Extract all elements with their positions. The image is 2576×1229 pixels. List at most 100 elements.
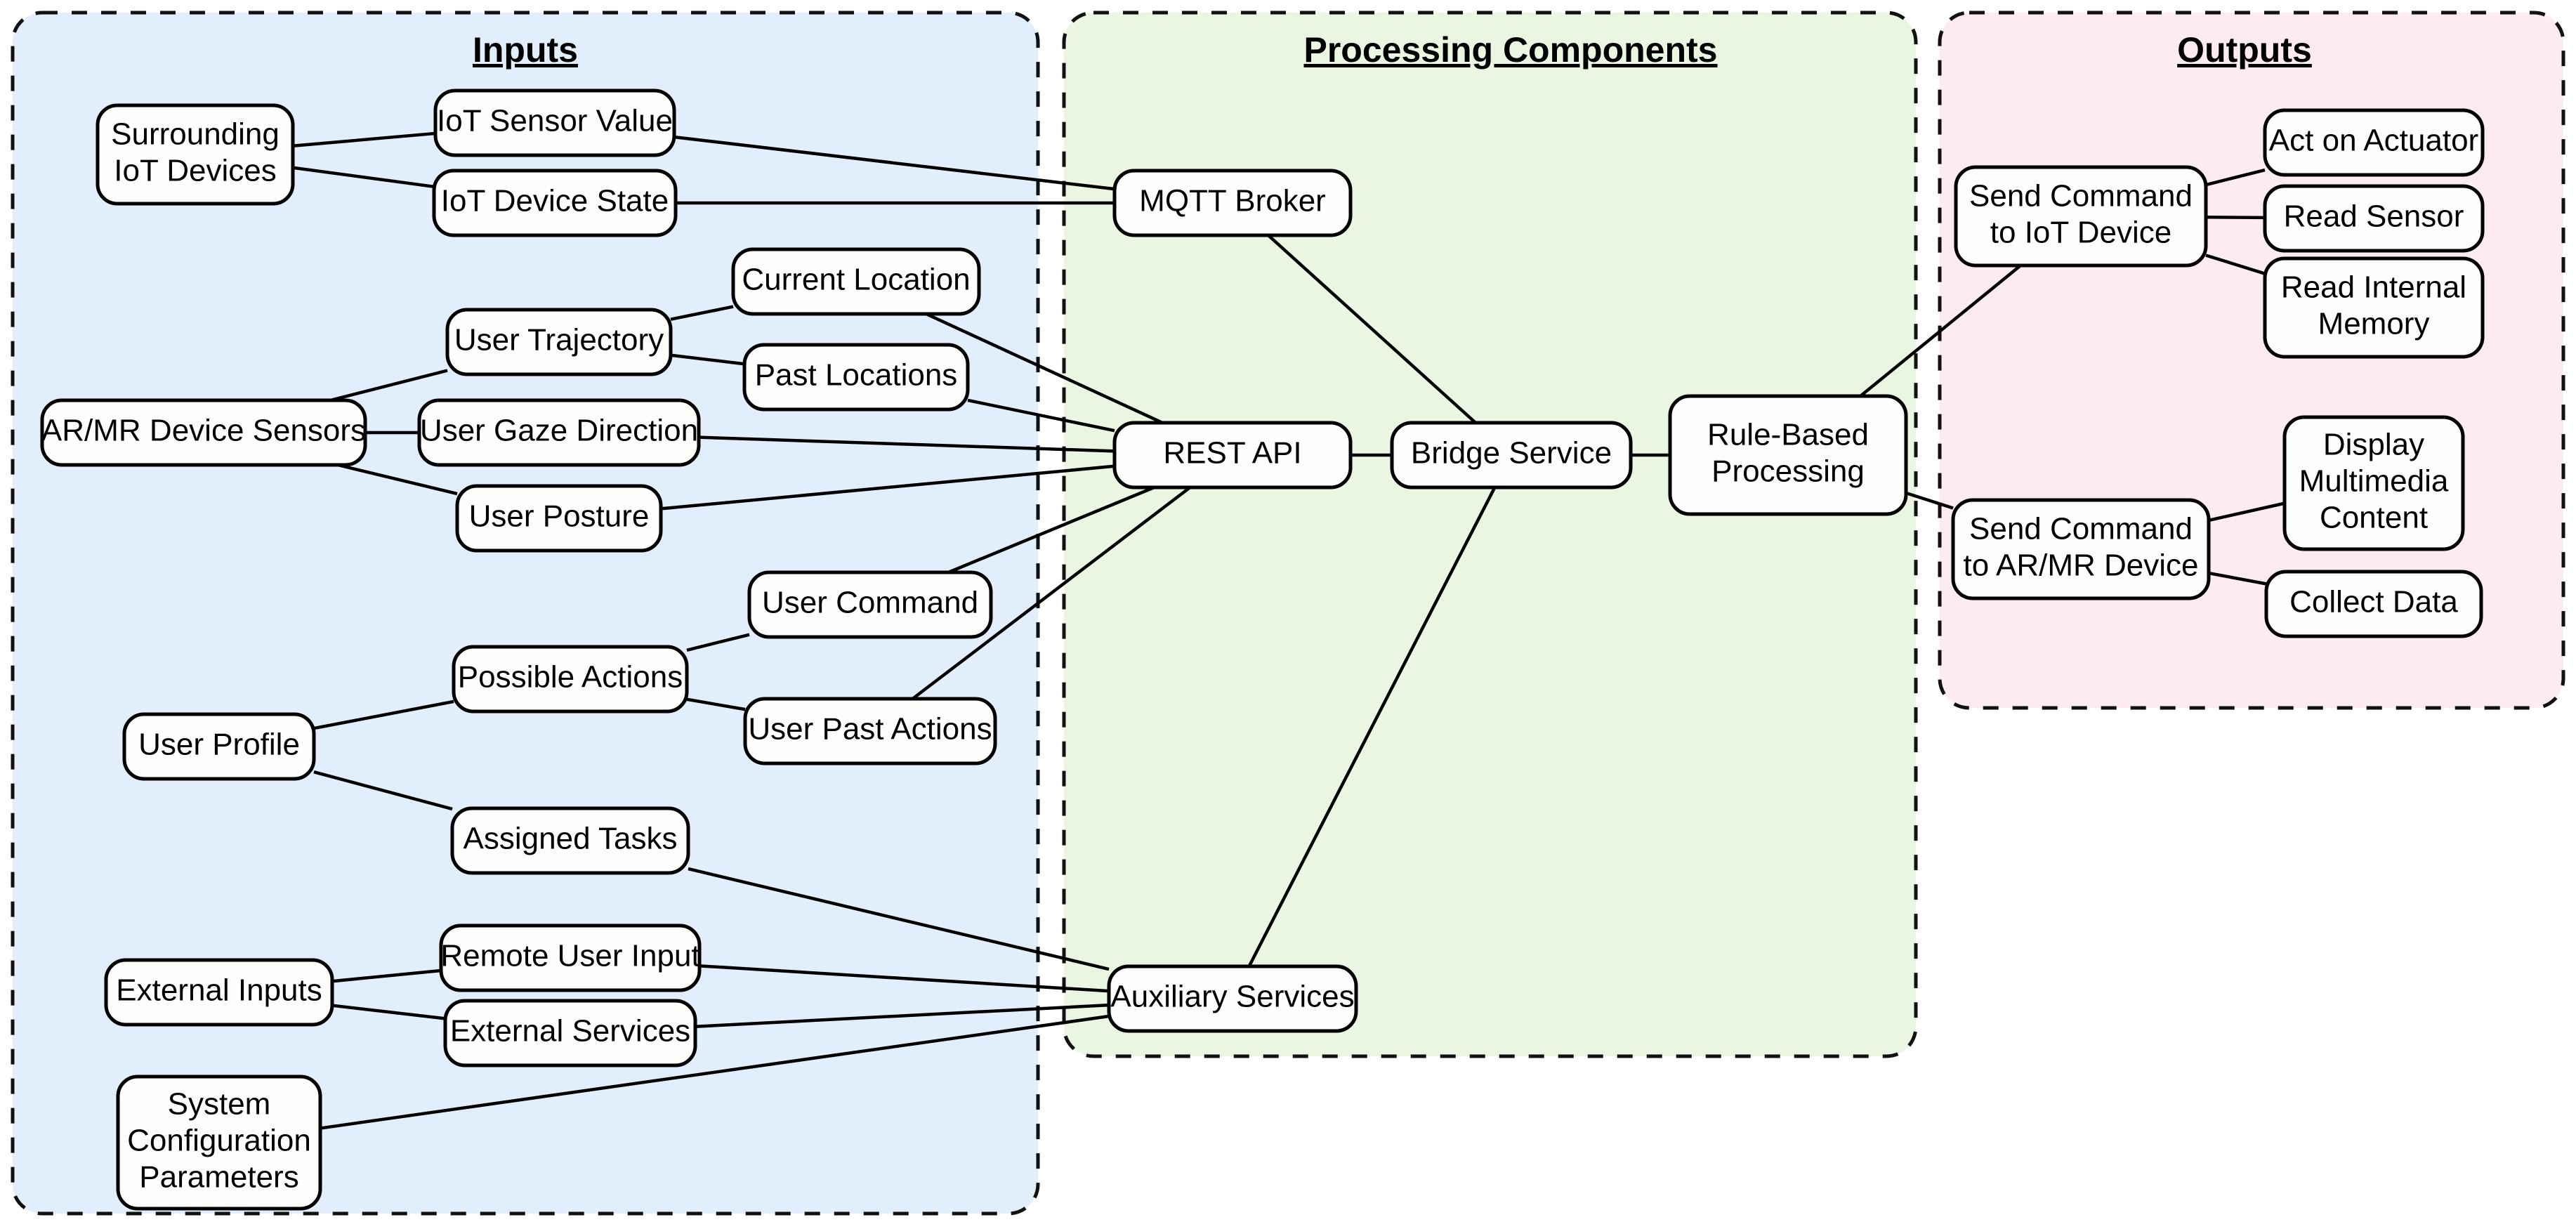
node-current_location[interactable]: Current Location <box>731 247 981 316</box>
node-box-current_location[interactable] <box>731 247 981 316</box>
node-label-surrounding_iot_devices: Surrounding <box>111 117 280 152</box>
node-label-display_multimedia_content: Content <box>2320 501 2428 535</box>
node-box-armr_device_sensors[interactable] <box>40 398 367 467</box>
node-armr_device_sensors[interactable]: AR/MR Device Sensors <box>40 398 367 467</box>
node-box-send_command_to_armr_device[interactable] <box>1951 498 2211 600</box>
node-label-user_past_actions: User Past Actions <box>748 712 992 747</box>
node-box-send_command_to_iot_device[interactable] <box>1954 165 2208 268</box>
node-mqtt_broker[interactable]: MQTT Broker <box>1112 169 1353 237</box>
edge-user_trajectory-to-past_locations <box>670 353 745 366</box>
node-label-collect_data: Collect Data <box>2289 585 2458 619</box>
node-box-read_sensor[interactable] <box>2263 184 2485 253</box>
edge-armr_device_sensors-to-user_posture <box>337 463 458 496</box>
node-box-user_command[interactable] <box>747 570 993 639</box>
node-user_posture[interactable]: User Posture <box>455 484 663 553</box>
node-iot_sensor_value[interactable]: IoT Sensor Value <box>433 88 676 157</box>
node-label-armr_device_sensors: AR/MR Device Sensors <box>41 414 366 448</box>
edge-user_trajectory-to-current_location <box>670 305 734 321</box>
node-box-bridge_service[interactable] <box>1390 421 1633 489</box>
node-box-system_configuration_parameters[interactable] <box>116 1074 322 1211</box>
node-box-remote_user_input[interactable] <box>439 924 702 992</box>
node-possible_actions[interactable]: Possible Actions <box>452 645 689 714</box>
node-user_command[interactable]: User Command <box>747 570 993 639</box>
edge-send_command_to_iot_device-to-read_internal_memory <box>2205 254 2266 275</box>
node-box-collect_data[interactable] <box>2264 570 2483 638</box>
node-external_inputs[interactable]: External Inputs <box>104 958 334 1027</box>
node-label-mqtt_broker: MQTT Broker <box>1139 184 1326 218</box>
node-read_sensor[interactable]: Read Sensor <box>2263 184 2485 253</box>
group-title-outputs: Outputs <box>2177 30 2312 70</box>
node-label-rule_based_processing: Processing <box>1711 454 1865 489</box>
node-assigned_tasks[interactable]: Assigned Tasks <box>450 806 690 875</box>
node-bridge_service[interactable]: Bridge Service <box>1390 421 1633 489</box>
node-box-display_multimedia_content[interactable] <box>2282 415 2465 551</box>
node-remote_user_input[interactable]: Remote User Input <box>439 924 702 992</box>
node-box-iot_device_state[interactable] <box>432 169 678 237</box>
node-label-past_locations: Past Locations <box>755 358 958 393</box>
node-user_gaze_direction[interactable]: User Gaze Direction <box>417 398 701 467</box>
node-act_on_actuator[interactable]: Act on Actuator <box>2263 108 2485 177</box>
edge-rule_based_processing-to-send_command_to_iot_device <box>1859 264 2022 397</box>
node-box-user_posture[interactable] <box>455 484 663 553</box>
node-label-send_command_to_iot_device: to IoT Device <box>1990 216 2171 250</box>
node-past_locations[interactable]: Past Locations <box>742 343 970 412</box>
node-label-assigned_tasks: Assigned Tasks <box>464 822 678 856</box>
node-label-bridge_service: Bridge Service <box>1411 436 1612 471</box>
node-user_trajectory[interactable]: User Trajectory <box>445 308 673 376</box>
node-box-user_gaze_direction[interactable] <box>417 398 701 467</box>
node-box-external_services[interactable] <box>443 999 697 1067</box>
node-box-user_profile[interactable] <box>122 712 316 781</box>
node-user_past_actions[interactable]: User Past Actions <box>743 697 997 765</box>
node-iot_device_state[interactable]: IoT Device State <box>432 169 678 237</box>
edge-possible_actions-to-user_command <box>686 633 750 652</box>
node-label-send_command_to_iot_device: Send Command <box>1969 179 2193 213</box>
node-box-auxiliary_services[interactable] <box>1107 964 1358 1033</box>
node-box-mqtt_broker[interactable] <box>1112 169 1353 237</box>
group-panel-processing <box>1062 11 1918 1058</box>
edge-send_command_to_armr_device-to-display_multimedia_content <box>2208 501 2285 523</box>
node-box-rule_based_processing[interactable] <box>1668 394 1908 516</box>
node-label-rest_api: REST API <box>1163 436 1301 471</box>
edge-connectors <box>292 131 2285 1130</box>
node-label-user_gaze_direction: User Gaze Direction <box>420 414 698 448</box>
node-box-assigned_tasks[interactable] <box>450 806 690 875</box>
edge-external_inputs-to-remote_user_input <box>331 968 442 983</box>
node-box-past_locations[interactable] <box>742 343 970 412</box>
node-box-iot_sensor_value[interactable] <box>433 88 676 157</box>
edge-send_command_to_armr_device-to-collect_data <box>2208 571 2267 586</box>
node-box-possible_actions[interactable] <box>452 645 689 714</box>
node-auxiliary_services[interactable]: Auxiliary Services <box>1107 964 1358 1033</box>
edge-possible_actions-to-user_past_actions <box>686 697 746 711</box>
node-label-display_multimedia_content: Multimedia <box>2299 464 2449 499</box>
node-rest_api[interactable]: REST API <box>1112 421 1353 489</box>
node-external_services[interactable]: External Services <box>443 999 697 1067</box>
node-user_profile[interactable]: User Profile <box>122 712 316 781</box>
node-label-read_internal_memory: Memory <box>2318 307 2430 341</box>
node-box-read_internal_memory[interactable] <box>2263 256 2485 359</box>
node-box-user_trajectory[interactable] <box>445 308 673 376</box>
edge-auxiliary_services-to-bridge_service <box>1247 486 1497 968</box>
edge-user_command-to-rest_api <box>947 485 1155 574</box>
node-box-user_past_actions[interactable] <box>743 697 997 765</box>
node-box-surrounding_iot_devices[interactable] <box>96 103 295 206</box>
node-label-iot_device_state: IoT Device State <box>441 184 669 218</box>
edge-current_location-to-rest_api <box>925 312 1164 425</box>
node-box-rest_api[interactable] <box>1112 421 1353 489</box>
edge-iot_sensor_value-to-mqtt_broker <box>673 135 1115 191</box>
node-box-act_on_actuator[interactable] <box>2263 108 2485 177</box>
node-box-external_inputs[interactable] <box>104 958 334 1027</box>
node-label-surrounding_iot_devices: IoT Devices <box>114 154 277 188</box>
node-collect_data[interactable]: Collect Data <box>2264 570 2483 638</box>
node-label-user_trajectory: User Trajectory <box>454 323 664 357</box>
node-label-system_configuration_parameters: Configuration <box>127 1124 311 1158</box>
edge-user_profile-to-possible_actions <box>313 699 454 730</box>
edge-external_services-to-auxiliary_services <box>695 1003 1110 1028</box>
